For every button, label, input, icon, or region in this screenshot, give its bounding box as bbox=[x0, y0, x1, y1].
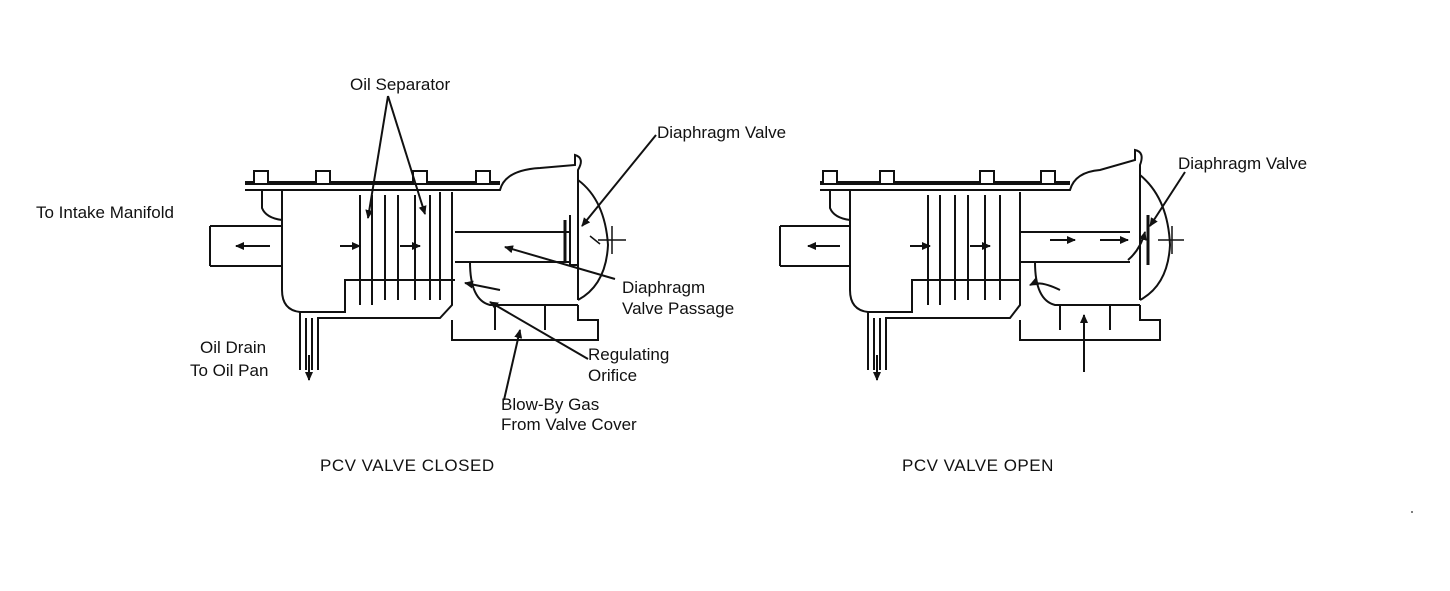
closed-valve-drawing bbox=[209, 153, 626, 370]
label-diaphragm-valve-open: Diaphragm Valve bbox=[1178, 154, 1308, 173]
label-blowby-line2: From Valve Cover bbox=[501, 415, 637, 434]
speck bbox=[1411, 511, 1413, 513]
cover-bolts bbox=[253, 170, 491, 185]
caption-pcv-open: PCV VALVE OPEN bbox=[902, 456, 1054, 475]
label-diaphragm-valve-closed: Diaphragm Valve bbox=[657, 123, 787, 142]
open-leader-lines bbox=[1149, 171, 1186, 227]
label-diaphragm-passage-line1: Diaphragm bbox=[622, 278, 706, 297]
closed-leader-lines bbox=[365, 95, 657, 401]
label-to-intake-manifold: To Intake Manifold bbox=[36, 203, 174, 222]
label-regulating-orifice-line1: Regulating bbox=[588, 345, 670, 364]
closed-flow-arrows bbox=[235, 242, 501, 381]
label-regulating-orifice-line2: Orifice bbox=[588, 366, 638, 385]
caption-pcv-closed: PCV VALVE CLOSED bbox=[320, 456, 495, 475]
label-diaphragm-passage-line2: Valve Passage bbox=[622, 299, 735, 318]
label-oil-separator: Oil Separator bbox=[350, 75, 451, 94]
label-blowby-line1: Blow-By Gas bbox=[501, 395, 600, 414]
open-cover-bolts bbox=[822, 170, 1056, 185]
label-oil-drain-line1: Oil Drain bbox=[200, 338, 267, 357]
open-valve-drawing bbox=[779, 148, 1184, 370]
open-flow-arrows bbox=[807, 231, 1147, 381]
label-oil-drain-line2: To Oil Pan bbox=[190, 361, 269, 380]
